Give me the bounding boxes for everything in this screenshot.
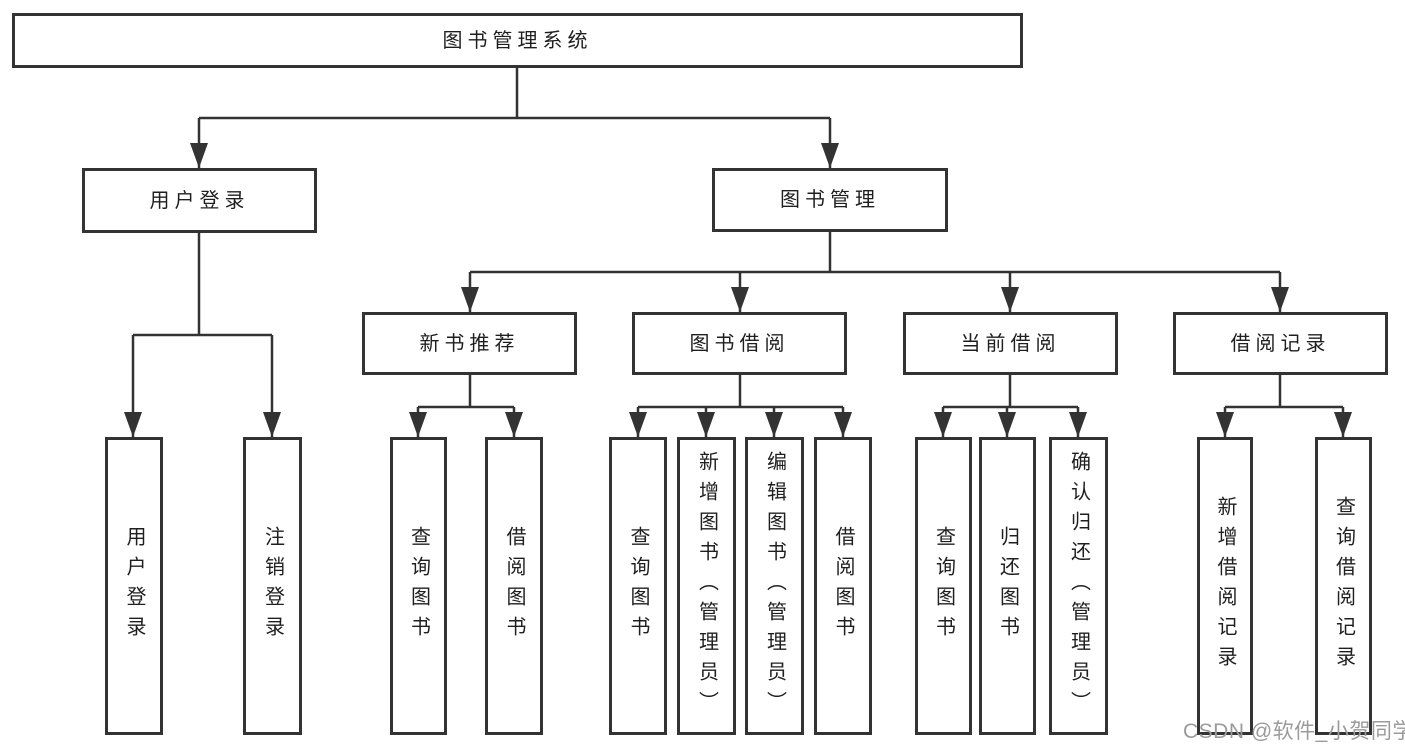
- connector-arrows: [124, 118, 1352, 437]
- node-current-borrowing: 当前借阅: [903, 312, 1118, 375]
- node-label: 图书管理系统: [442, 29, 593, 52]
- node-label: 编辑图书（管理员）: [763, 451, 786, 721]
- node-label: 借阅图书: [832, 526, 854, 646]
- node-label: 查询图书: [932, 526, 955, 646]
- node-label: 借阅图书: [503, 526, 525, 646]
- leaf-add-books-admin: 新增图书（管理员）: [677, 437, 736, 735]
- leaf-add-borrow-record: 新增借阅记录: [1197, 437, 1253, 735]
- node-label: 图书借阅: [689, 332, 790, 355]
- node-label: 图书管理: [780, 189, 880, 211]
- leaf-query-books-3: 查询图书: [915, 437, 972, 735]
- node-book-management-module: 图书管理: [712, 168, 948, 232]
- leaf-logout: 注销登录: [243, 437, 302, 735]
- node-label: 新书推荐: [419, 332, 520, 355]
- node-label: 新增借阅记录: [1214, 496, 1236, 676]
- leaf-borrow-books-2: 借阅图书: [814, 437, 872, 735]
- node-new-book-recommendation: 新书推荐: [362, 312, 577, 375]
- node-label: 用户登录: [149, 189, 250, 212]
- node-label: 新增图书（管理员）: [695, 451, 718, 721]
- leaf-query-books-1: 查询图书: [390, 437, 447, 735]
- node-label: 注销登录: [261, 526, 284, 646]
- leaf-confirm-return-admin: 确认归还（管理员）: [1049, 437, 1108, 735]
- node-root-library-system: 图书管理系统: [12, 13, 1023, 68]
- leaf-return-books: 归还图书: [979, 437, 1036, 735]
- leaf-query-books-2: 查询图书: [609, 437, 667, 735]
- node-user-login-module: 用户登录: [82, 168, 317, 233]
- node-label: 借阅记录: [1230, 332, 1331, 355]
- node-label: 查询借阅记录: [1332, 496, 1355, 676]
- leaf-borrow-books-1: 借阅图书: [485, 437, 543, 735]
- node-book-borrowing: 图书借阅: [632, 312, 847, 375]
- node-label: 归还图书: [996, 526, 1019, 646]
- leaf-user-login: 用户登录: [105, 437, 163, 735]
- node-label: 确认归还（管理员）: [1067, 451, 1090, 721]
- node-label: 查询图书: [407, 526, 430, 646]
- node-label: 用户登录: [123, 526, 145, 646]
- node-label: 查询图书: [627, 526, 649, 646]
- connector-rails: [133, 68, 1343, 409]
- leaf-edit-books-admin: 编辑图书（管理员）: [745, 437, 804, 735]
- leaf-query-borrow-record: 查询借阅记录: [1315, 437, 1372, 735]
- node-borrowing-records: 借阅记录: [1173, 312, 1388, 375]
- node-label: 当前借阅: [960, 332, 1061, 355]
- csdn-watermark: CSDN @软件_小贺同学: [1183, 720, 1405, 743]
